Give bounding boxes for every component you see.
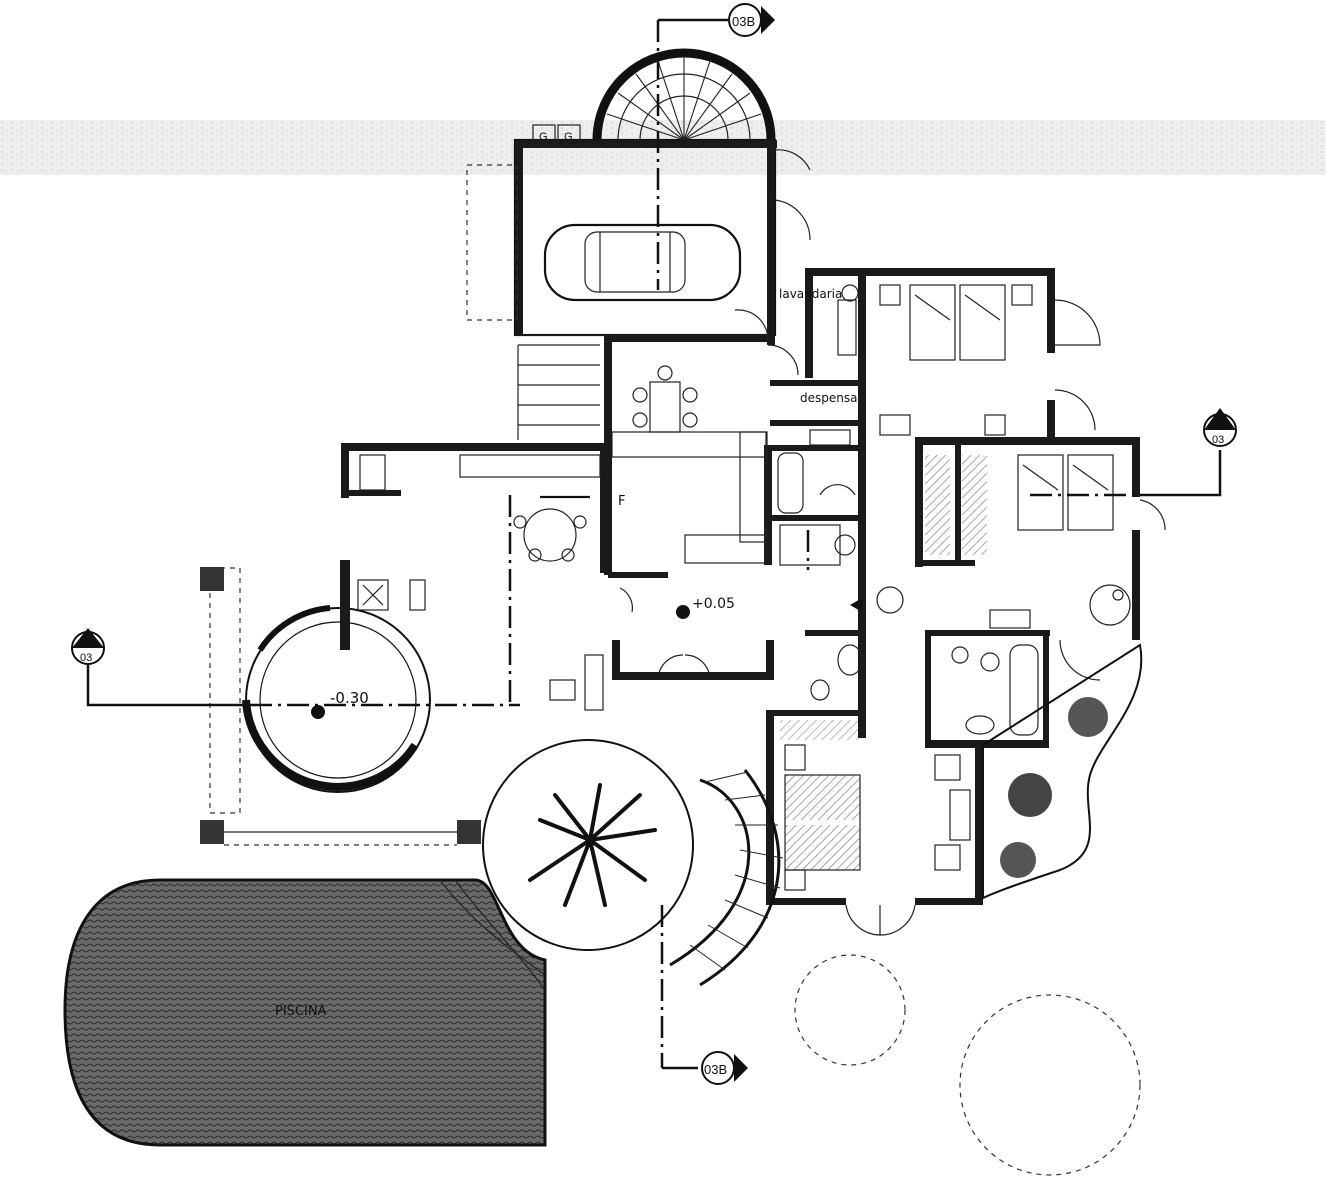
- shrub-icon: [1000, 842, 1036, 878]
- level-living-label: -0.30: [330, 689, 369, 707]
- section-mark-left-letter: A: [83, 636, 91, 650]
- kitchen: F: [611, 365, 768, 564]
- round-living-room: -0.30: [242, 560, 431, 793]
- section-mark-left-number: 03: [80, 652, 92, 664]
- garden-bed: [982, 643, 1143, 900]
- swimming-pool: [63, 878, 547, 1147]
- dining-table: [513, 508, 587, 562]
- tree-outline: [959, 994, 1141, 1176]
- laundry-label: lavandaria: [779, 287, 842, 301]
- bathroom-center: [777, 429, 856, 566]
- curved-staircase: [669, 769, 784, 987]
- pergola-column: [200, 567, 224, 591]
- palm-patio: [482, 739, 694, 951]
- section-mark-bottom: 03B: [701, 1051, 748, 1085]
- entry-steps: [517, 344, 600, 440]
- level-entry-label: +0.05: [692, 596, 735, 612]
- terrace-outline: [209, 567, 241, 814]
- bathroom-right: [951, 644, 1039, 736]
- section-mark-left: A 03: [71, 628, 105, 665]
- level-mark-icon: [676, 605, 690, 619]
- bedroom-2: [925, 454, 1131, 629]
- pool-label: PISCINA: [275, 1004, 327, 1019]
- section-line-03b: [656, 18, 728, 1070]
- section-mark-top: 03B: [728, 3, 775, 37]
- section-mark-bottom-label: 03B: [704, 1062, 727, 1077]
- pergola-column: [457, 820, 481, 844]
- fridge-label: F: [618, 494, 625, 509]
- door-swings: [734, 149, 1166, 936]
- shrub-icon: [1008, 773, 1052, 817]
- shrub-icon: [1068, 697, 1108, 737]
- walls: [341, 200, 1140, 905]
- svg-text:G: G: [539, 131, 548, 143]
- section-line-a: [86, 450, 1222, 707]
- section-mark-right: A 03: [1203, 408, 1237, 447]
- svg-text:G: G: [564, 131, 573, 143]
- spiral-staircase-top: [592, 48, 776, 141]
- car-icon: [543, 223, 742, 302]
- pergola-column: [200, 820, 224, 844]
- section-mark-top-label: 03B: [732, 14, 755, 29]
- palm-tree-icon: [528, 783, 657, 907]
- section-mark-right-number: 03: [1212, 434, 1224, 446]
- bedroom-1: [879, 284, 1033, 436]
- tree-outline: [794, 954, 906, 1066]
- section-mark-right-letter: A: [1215, 417, 1223, 431]
- level-mark-icon: [311, 705, 325, 719]
- wc-small: [810, 644, 863, 701]
- pantry-label: despensa: [800, 391, 857, 405]
- bedroom-3: [780, 720, 971, 891]
